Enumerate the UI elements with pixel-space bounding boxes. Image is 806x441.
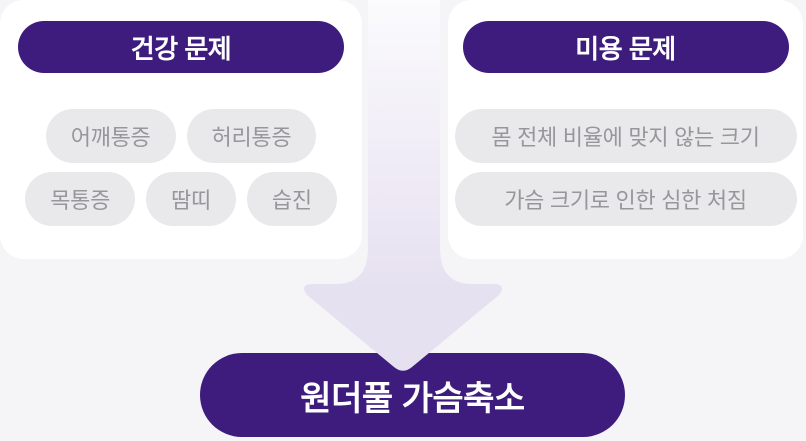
health-tags-row-1: 어깨통증 허리통증 (0, 109, 362, 163)
tag-shoulder-pain: 어깨통증 (45, 109, 176, 163)
result-label: 원더풀 가슴축소 (300, 379, 525, 418)
health-tags-row-2: 목통증 땀띠 습진 (0, 172, 362, 226)
tag-lower-back-pain: 허리통증 (186, 109, 317, 163)
health-problems-title: 건강 문제 (18, 21, 344, 73)
beauty-problems-card: 미용 문제 몸 전체 비율에 맞지 않는 크기 가슴 크기로 인한 심한 처짐 (448, 0, 803, 259)
tag-heat-rash: 땀띠 (146, 172, 236, 226)
tag-neck-pain: 목통증 (25, 172, 136, 226)
tag-size-mismatch: 몸 전체 비율에 맞지 않는 크기 (454, 109, 797, 163)
tag-severe-sagging: 가슴 크기로 인한 심한 처짐 (454, 172, 797, 226)
beauty-tags-row-2: 가슴 크기로 인한 심한 처짐 (448, 172, 803, 226)
result-button: 원더풀 가슴축소 (200, 353, 625, 437)
health-problems-card: 건강 문제 어깨통증 허리통증 목통증 땀띠 습진 (0, 0, 362, 259)
tag-eczema: 습진 (246, 172, 337, 226)
beauty-problems-title: 미용 문제 (462, 21, 789, 73)
beauty-tags-row-1: 몸 전체 비율에 맞지 않는 크기 (448, 109, 803, 163)
